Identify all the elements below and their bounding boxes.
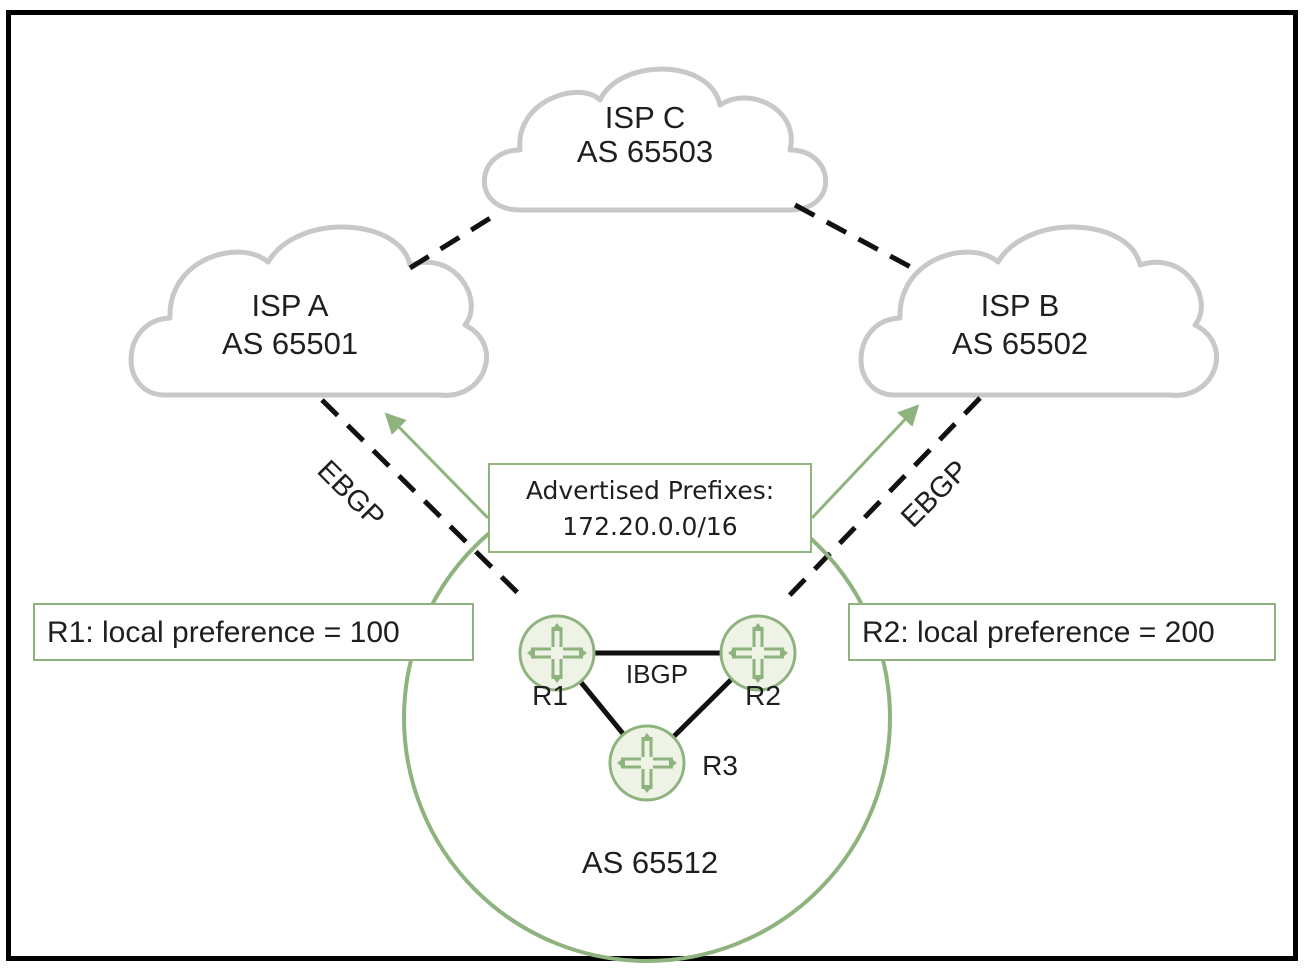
advertised-prefixes-title: Advertised Prefixes: bbox=[525, 476, 775, 505]
link-isp-a-isp-c bbox=[408, 209, 502, 271]
isp-a-as: AS 65501 bbox=[221, 326, 359, 361]
local-as-label: AS 65512 bbox=[581, 845, 719, 880]
isp-a-name: ISP A bbox=[251, 288, 329, 323]
advertise-arrow-left bbox=[384, 412, 490, 520]
r2-local-preference-box: R2: local preference = 200 bbox=[848, 603, 1276, 661]
isp-b-as: AS 65502 bbox=[951, 326, 1089, 361]
cloud-isp-a bbox=[128, 224, 490, 398]
ibgp-label: IBGP bbox=[625, 659, 689, 689]
isp-b-name: ISP B bbox=[980, 288, 1060, 323]
cloud-isp-c bbox=[481, 66, 829, 213]
link-ebgp-r2-isp-b bbox=[783, 396, 982, 602]
isp-c-name: ISP C bbox=[604, 100, 686, 135]
r1-local-preference-box: R1: local preference = 100 bbox=[33, 603, 474, 661]
router-r2-label: R2 bbox=[745, 680, 781, 711]
cloud-isp-b bbox=[858, 224, 1220, 398]
router-r3-label: R3 bbox=[702, 750, 738, 781]
link-ebgp-r1-isp-a bbox=[320, 398, 527, 602]
link-isp-c-isp-b bbox=[793, 202, 922, 275]
advertised-prefixes-box: Advertised Prefixes: 172.20.0.0/16 bbox=[488, 463, 812, 553]
router-r3-icon bbox=[608, 724, 686, 802]
isp-c-as: AS 65503 bbox=[576, 134, 714, 169]
router-r1-label: R1 bbox=[532, 680, 568, 711]
advertise-arrow-right bbox=[810, 404, 920, 520]
advertised-prefix-value: 172.20.0.0/16 bbox=[562, 512, 738, 541]
